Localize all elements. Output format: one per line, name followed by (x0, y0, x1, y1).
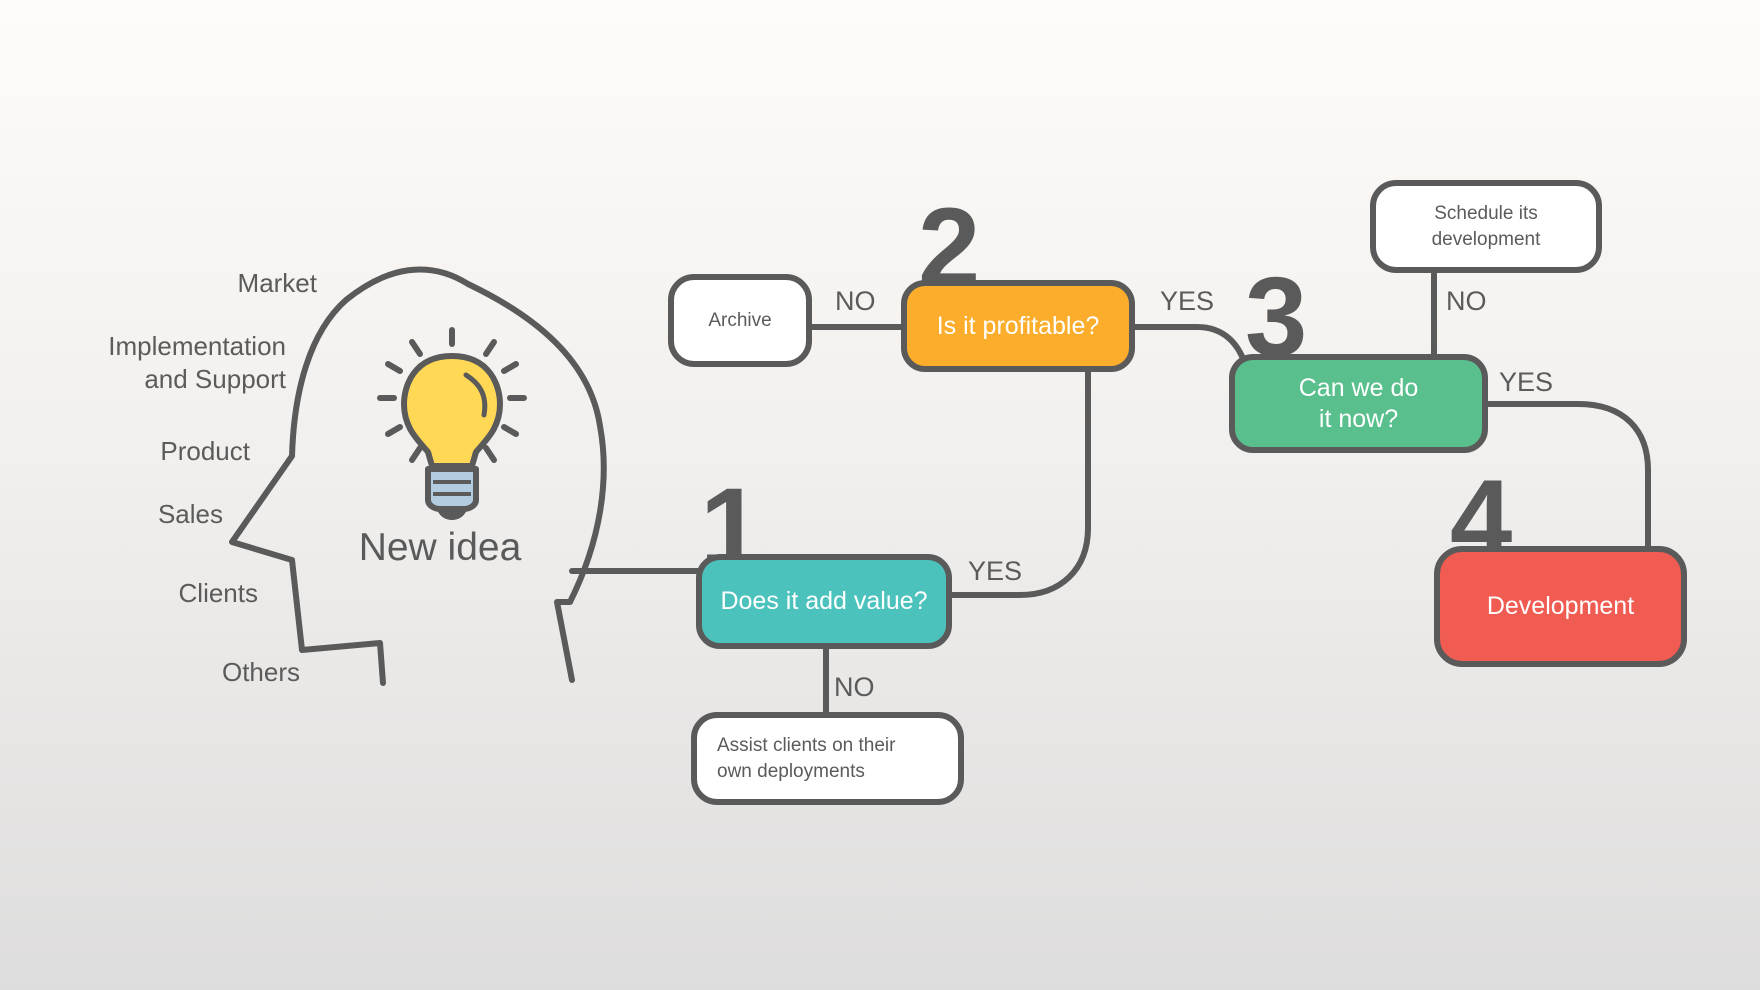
outcome-development: Development (1434, 546, 1687, 667)
outcome-assist-clients: Assist clients on their own deployments (691, 712, 964, 805)
connector-value-yes (946, 369, 1091, 598)
branch-label-now-no: NO (1446, 286, 1487, 316)
source-label-implementation-support: Implementation and Support (108, 331, 286, 394)
branch-label-profitable-yes: YES (1160, 286, 1215, 316)
decision-add-value: Does it add value? (696, 554, 952, 649)
source-label-clients: Clients (178, 578, 258, 608)
source-label-product: Product (160, 436, 250, 466)
branch-label-profitable-no: NO (835, 286, 876, 316)
outcome-assist-clients-label: Assist clients on their own deployments (717, 734, 896, 782)
outcome-archive: Archive (668, 274, 812, 367)
new-idea-title: New idea (358, 526, 522, 569)
decision-profitable-label: Is it profitable? (936, 311, 1100, 340)
decision-can-do-now-label: Can we do it now? (1298, 373, 1419, 433)
head-outline (229, 266, 607, 686)
branch-label-value-no: NO (834, 672, 875, 702)
lightbulb-icon (377, 327, 527, 520)
connector-profitable-yes (1131, 324, 1250, 373)
outcome-schedule-development-label: Schedule its development (1431, 202, 1541, 250)
outcome-schedule-development: Schedule its development (1370, 180, 1602, 273)
connector-now-yes (1483, 401, 1651, 551)
decision-profitable: Is it profitable? (901, 280, 1135, 372)
source-label-market: Market (237, 268, 317, 298)
branch-label-value-yes: YES (968, 556, 1023, 586)
outcome-archive-label: Archive (708, 309, 772, 331)
decision-add-value-label: Does it add value? (720, 587, 928, 615)
source-label-others: Others (221, 657, 300, 687)
source-label-sales: Sales (157, 499, 223, 529)
branch-label-now-yes: YES (1499, 367, 1554, 397)
step-number-three: 3 (1245, 254, 1308, 379)
decision-can-do-now: Can we do it now? (1229, 354, 1488, 453)
outcome-development-label: Development (1486, 592, 1635, 620)
